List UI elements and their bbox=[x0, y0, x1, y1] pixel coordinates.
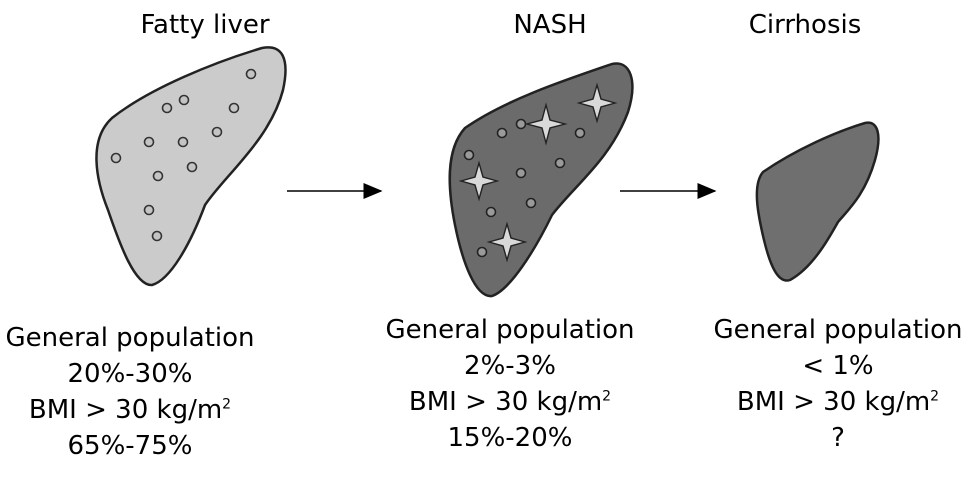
nash-liver-illustration bbox=[448, 62, 634, 298]
fat-droplet bbox=[463, 149, 475, 161]
fat-droplets bbox=[110, 68, 257, 242]
bmi-superscript: 2 bbox=[930, 388, 940, 405]
bmi-value: ? bbox=[831, 423, 845, 453]
bmi-superscript: 2 bbox=[602, 388, 612, 405]
general-population-value: 20%-30% bbox=[67, 359, 193, 389]
fat-droplet bbox=[485, 206, 497, 218]
fat-droplet bbox=[110, 152, 122, 164]
fat-droplets bbox=[463, 118, 586, 258]
fat-droplet bbox=[515, 118, 527, 130]
fat-droplet bbox=[143, 204, 155, 216]
fat-droplet bbox=[143, 136, 155, 148]
fat-droplet bbox=[525, 197, 537, 209]
bmi-label: BMI > 30 kg/m2 bbox=[408, 387, 612, 417]
bmi-label: BMI > 30 kg/m2 bbox=[736, 387, 940, 417]
fat-droplet bbox=[211, 126, 223, 138]
fat-droplet bbox=[228, 102, 240, 114]
stats-fatty-liver: General population 20%-30% BMI > 30 kg/m… bbox=[0, 320, 260, 464]
inflammation-star-icon bbox=[576, 82, 618, 124]
fat-droplet bbox=[161, 102, 173, 114]
bmi-superscript: 2 bbox=[222, 396, 232, 413]
general-population-value: 2%-3% bbox=[464, 351, 556, 381]
cirrhosis-liver-illustration bbox=[755, 121, 880, 282]
fat-droplet bbox=[245, 68, 257, 80]
inflammation-star-icon bbox=[524, 102, 568, 146]
inflammation-star-icon bbox=[458, 160, 500, 202]
nash-liver-shape bbox=[448, 62, 634, 298]
stage-title-nash: NASH bbox=[513, 10, 587, 40]
fat-droplet bbox=[152, 170, 164, 182]
general-population-label: General population bbox=[5, 323, 255, 353]
fat-droplet bbox=[186, 161, 198, 173]
stage-title-fatty-liver: Fatty liver bbox=[140, 10, 270, 40]
fat-droplet bbox=[476, 246, 488, 258]
fat-droplet bbox=[177, 136, 189, 148]
inflammation-star-icon bbox=[486, 221, 528, 263]
fat-droplet bbox=[151, 230, 163, 242]
general-population-label: General population bbox=[385, 315, 635, 345]
fat-droplet bbox=[496, 127, 508, 139]
cirrhosis-liver-shape bbox=[755, 121, 880, 282]
fatty-liver-illustration bbox=[95, 46, 287, 287]
fat-droplet bbox=[178, 94, 190, 106]
fat-droplet bbox=[554, 157, 566, 169]
stats-nash: General population 2%-3% BMI > 30 kg/m2 … bbox=[380, 312, 640, 456]
bmi-label: BMI > 30 kg/m2 bbox=[28, 395, 232, 425]
fat-droplet bbox=[515, 167, 527, 179]
stats-cirrhosis: General population < 1% BMI > 30 kg/m2 ? bbox=[708, 312, 968, 456]
inflammation-stars bbox=[458, 82, 618, 263]
general-population-label: General population bbox=[713, 315, 963, 345]
bmi-value: 15%-20% bbox=[447, 423, 573, 453]
fat-droplet bbox=[574, 127, 586, 139]
bmi-value: 65%-75% bbox=[67, 431, 193, 461]
stage-title-cirrhosis: Cirrhosis bbox=[748, 10, 862, 40]
general-population-value: < 1% bbox=[802, 351, 874, 381]
